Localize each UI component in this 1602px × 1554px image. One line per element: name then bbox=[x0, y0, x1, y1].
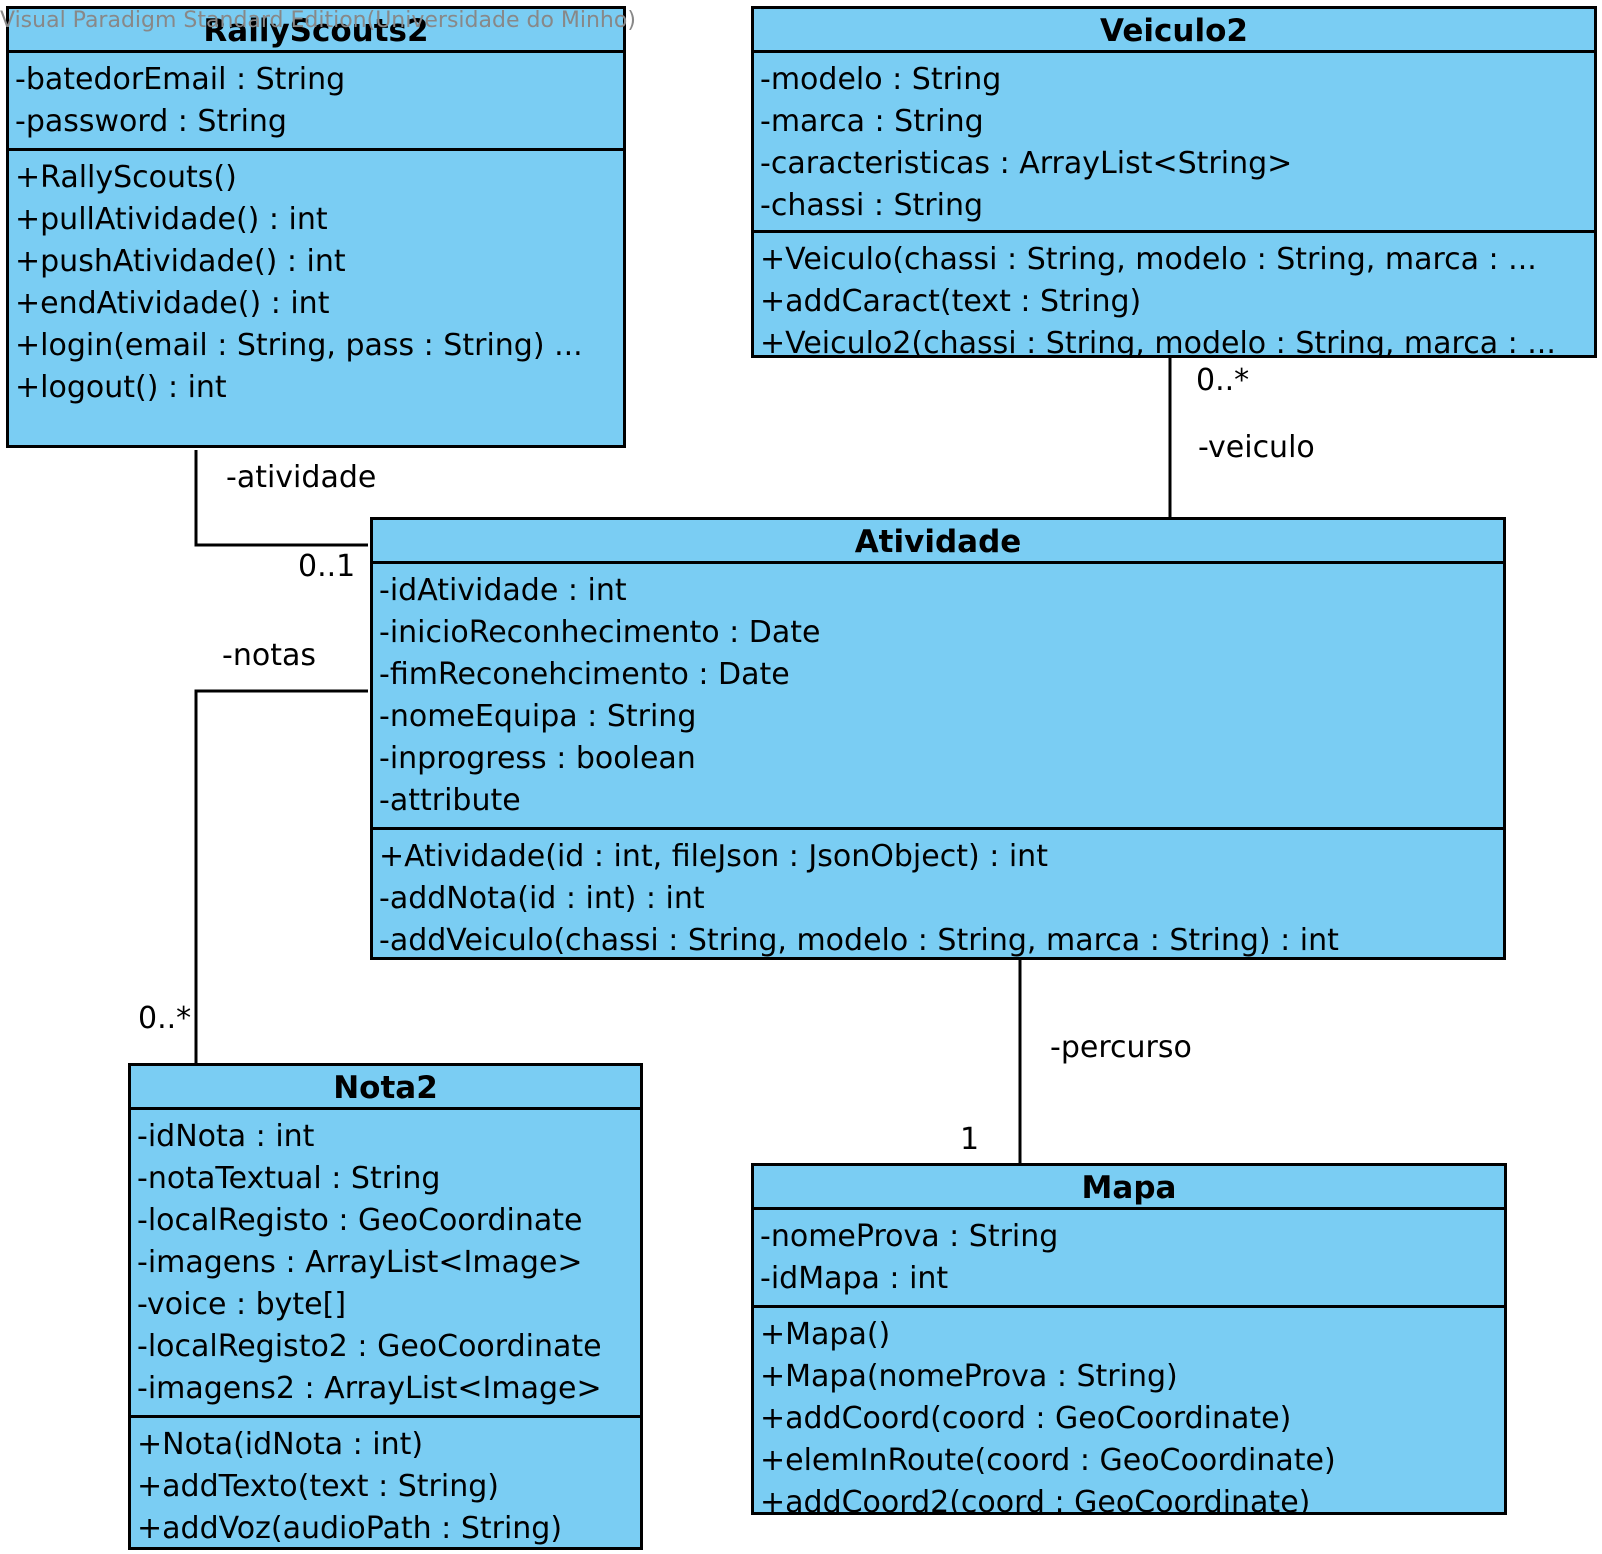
watermark: Visual Paradigm Standard Edition(Univers… bbox=[0, 8, 636, 33]
operation: +addTexto(text : String) bbox=[137, 1469, 499, 1504]
operations-compartment: +Veiculo(chassi : String, modelo : Strin… bbox=[754, 233, 1594, 358]
attribute: -chassi : String bbox=[760, 188, 984, 223]
class-name: RallyScouts2 bbox=[9, 9, 623, 53]
class-atividade[interactable]: Atividade -idAtividade : int -inicioReco… bbox=[370, 517, 1506, 960]
attributes-compartment: -modelo : String -marca : String -caract… bbox=[754, 53, 1594, 233]
role-label-atividade: -atividade bbox=[226, 460, 377, 495]
operation: +Veiculo(chassi : String, modelo : Strin… bbox=[760, 242, 1537, 277]
multiplicity-label-atividade: 0..1 bbox=[298, 549, 356, 584]
attribute: -caracteristicas : ArrayList<String> bbox=[760, 146, 1293, 181]
operations-compartment: +Mapa() +Mapa(nomeProva : String) +addCo… bbox=[754, 1308, 1504, 1515]
attribute: -imagens : ArrayList<Image> bbox=[137, 1245, 583, 1280]
operation: +Mapa() bbox=[760, 1317, 891, 1352]
operation: +pushAtividade() : int bbox=[15, 244, 346, 279]
operation: -addNota(id : int) : int bbox=[379, 881, 705, 916]
attribute: -attribute bbox=[379, 783, 521, 818]
operation: +addCaract(text : String) bbox=[760, 284, 1142, 319]
class-name: Nota2 bbox=[131, 1066, 640, 1110]
operation: +endAtividade() : int bbox=[15, 286, 330, 321]
operation: +Veiculo2(chassi : String, modelo : Stri… bbox=[760, 326, 1556, 358]
attribute: -inicioReconhecimento : Date bbox=[379, 615, 821, 650]
attributes-compartment: -idAtividade : int -inicioReconhecimento… bbox=[373, 564, 1503, 830]
operation: +RallyScouts() bbox=[15, 160, 237, 195]
class-name: Atividade bbox=[373, 520, 1503, 564]
class-mapa[interactable]: Mapa -nomeProva : String -idMapa : int +… bbox=[751, 1163, 1507, 1515]
class-veiculo2[interactable]: Veiculo2 -modelo : String -marca : Strin… bbox=[751, 6, 1597, 358]
role-label-percurso: -percurso bbox=[1050, 1030, 1192, 1065]
class-name: Mapa bbox=[754, 1166, 1504, 1210]
association-rallyscouts-atividade bbox=[194, 450, 368, 547]
class-nota2[interactable]: Nota2 -idNota : int -notaTextual : Strin… bbox=[128, 1063, 643, 1550]
attribute: -notaTextual : String bbox=[137, 1161, 441, 1196]
attribute: -idNota : int bbox=[137, 1119, 315, 1154]
attribute: -modelo : String bbox=[760, 62, 1002, 97]
role-label-notas: -notas bbox=[222, 638, 316, 673]
attribute: -imagens2 : ArrayList<Image> bbox=[137, 1371, 602, 1406]
operation: +login(email : String, pass : String) ..… bbox=[15, 328, 583, 363]
operation: -addVeiculo(chassi : String, modelo : St… bbox=[379, 923, 1339, 958]
attributes-compartment: -batedorEmail : String -password : Strin… bbox=[9, 53, 623, 151]
operations-compartment: +RallyScouts() +pullAtividade() : int +p… bbox=[9, 151, 623, 409]
attribute: -fimReconehcimento : Date bbox=[379, 657, 790, 692]
operation: +addCoord2(coord : GeoCoordinate) bbox=[760, 1485, 1311, 1515]
operation: +addVoz(audioPath : String) bbox=[137, 1511, 563, 1546]
operation: +addCoord(coord : GeoCoordinate) bbox=[760, 1401, 1292, 1436]
operations-compartment: +Nota(idNota : int) +addTexto(text : Str… bbox=[131, 1418, 640, 1547]
association-atividade-nota bbox=[194, 689, 368, 1064]
operation: +Nota(idNota : int) bbox=[137, 1427, 424, 1462]
operations-compartment: +Atividade(id : int, fileJson : JsonObje… bbox=[373, 830, 1503, 958]
multiplicity-label-notas: 0..* bbox=[138, 1001, 192, 1036]
attribute: -voice : byte[] bbox=[137, 1287, 347, 1322]
attribute: -idAtividade : int bbox=[379, 573, 627, 608]
multiplicity-label-veiculo: 0..* bbox=[1196, 363, 1250, 398]
attribute: -nomeProva : String bbox=[760, 1219, 1059, 1254]
role-label-veiculo: -veiculo bbox=[1198, 430, 1315, 465]
class-name: Veiculo2 bbox=[754, 9, 1594, 53]
operation: +pullAtividade() : int bbox=[15, 202, 328, 237]
operation: +logout() : int bbox=[15, 370, 227, 405]
attribute: -nomeEquipa : String bbox=[379, 699, 697, 734]
attribute: -idMapa : int bbox=[760, 1261, 949, 1296]
attribute: -localRegisto2 : GeoCoordinate bbox=[137, 1329, 602, 1364]
class-rallyscouts2[interactable]: RallyScouts2 -batedorEmail : String -pas… bbox=[6, 6, 626, 448]
attribute: -inprogress : boolean bbox=[379, 741, 696, 776]
operation: +Atividade(id : int, fileJson : JsonObje… bbox=[379, 839, 1048, 874]
attributes-compartment: -idNota : int -notaTextual : String -loc… bbox=[131, 1110, 640, 1418]
operation: +elemInRoute(coord : GeoCoordinate) bbox=[760, 1443, 1336, 1478]
attributes-compartment: -nomeProva : String -idMapa : int bbox=[754, 1210, 1504, 1308]
multiplicity-label-percurso: 1 bbox=[960, 1122, 980, 1157]
operation: +Mapa(nomeProva : String) bbox=[760, 1359, 1178, 1394]
attribute: -batedorEmail : String bbox=[15, 62, 346, 97]
attribute: -password : String bbox=[15, 104, 287, 139]
attribute: -localRegisto : GeoCoordinate bbox=[137, 1203, 583, 1238]
attribute: -marca : String bbox=[760, 104, 984, 139]
